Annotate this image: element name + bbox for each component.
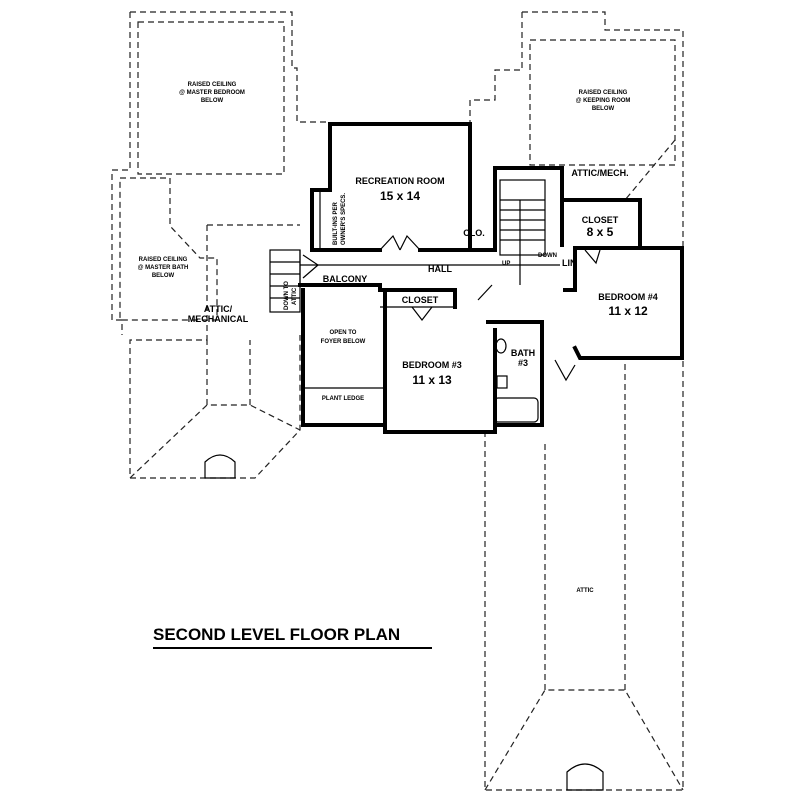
label-closet-2-size: 8 x 5 xyxy=(587,225,614,239)
label-closet-2: CLOSET xyxy=(582,215,619,225)
bath-fixtures xyxy=(493,338,539,423)
label-down-attic-1: DOWN TO xyxy=(284,281,290,310)
label-closet: CLOSET xyxy=(402,295,439,305)
label-rec-size: 15 x 14 xyxy=(380,189,420,203)
label-bath3-2: #3 xyxy=(518,358,528,368)
label-raised-bed-1: RAISED CEILING xyxy=(188,82,237,88)
label-raised-keep-2: @ KEEPING ROOM xyxy=(576,98,631,104)
label-down-attic-2: ATTIC xyxy=(292,287,298,305)
label-attic: ATTIC xyxy=(576,588,594,594)
label-attic-mech: ATTIC/MECH. xyxy=(571,168,628,178)
label-raised-bed-3: BELOW xyxy=(201,98,224,104)
label-open-foyer-2: FOYER BELOW xyxy=(321,339,366,345)
label-raised-bath-2: @ MASTER BATH xyxy=(138,265,189,271)
label-bed3-size: 11 x 13 xyxy=(412,373,452,387)
label-raised-bath-3: BELOW xyxy=(152,273,175,279)
label-raised-keep-1: RAISED CEILING xyxy=(579,90,628,96)
walls xyxy=(298,122,684,434)
labels: RAISED CEILING @ MASTER BEDROOM BELOW RA… xyxy=(138,82,658,594)
label-raised-bed-2: @ MASTER BEDROOM xyxy=(179,90,245,96)
doors xyxy=(302,234,601,382)
label-builtins-1: BUILT-INS PER xyxy=(333,201,339,245)
label-raised-keep-3: BELOW xyxy=(592,106,615,112)
label-bed3: BEDROOM #3 xyxy=(402,360,462,370)
label-bed4-size: 11 x 12 xyxy=(608,304,648,318)
label-lin: LIN xyxy=(562,258,577,268)
label-plant-ledge: PLANT LEDGE xyxy=(322,396,364,402)
label-builtins-2: OWNER'S SPECS. xyxy=(341,193,347,245)
plan-title: SECOND LEVEL FLOOR PLAN xyxy=(153,625,400,644)
label-attic-mech-1: ATTIC/ xyxy=(204,304,233,314)
label-balcony: BALCONY xyxy=(323,274,368,284)
label-rec-room: RECREATION ROOM xyxy=(355,176,444,186)
label-bed4: BEDROOM #4 xyxy=(598,292,658,302)
label-open-foyer-1: OPEN TO xyxy=(330,330,357,336)
label-bath3-1: BATH xyxy=(511,348,535,358)
label-down: DOWN xyxy=(538,253,557,259)
label-hall: HALL xyxy=(428,264,452,274)
roof-outlines xyxy=(111,11,684,791)
dormer-windows xyxy=(204,454,604,791)
stairs xyxy=(269,179,546,313)
label-up: UP xyxy=(502,261,510,267)
label-clo: CLO. xyxy=(463,228,485,238)
label-attic-mech-2: MECHANICAL xyxy=(188,314,249,324)
label-raised-bath-1: RAISED CEILING xyxy=(139,257,188,263)
